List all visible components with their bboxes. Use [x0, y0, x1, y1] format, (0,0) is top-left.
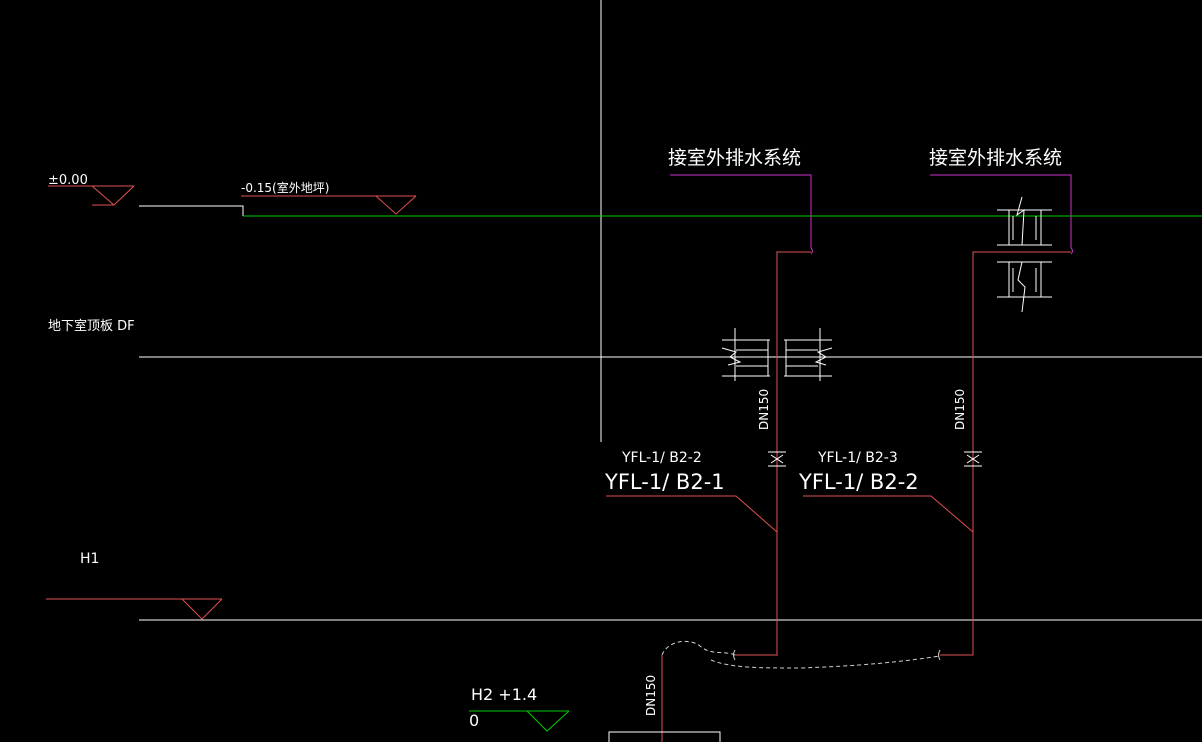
right-pipe-tag: YFL-1/ B2-3 YFL-1/ B2-2 — [798, 450, 974, 533]
right-wall-sleeve-icon — [997, 196, 1052, 313]
left-wall-sleeve-icon — [721, 328, 833, 381]
ground-step-line — [139, 205, 244, 216]
right-check-valve-icon — [964, 451, 982, 467]
right-drain-pipe: DN150 — [940, 251, 1071, 656]
ground-level-marker: ±0.00 — [48, 173, 135, 206]
wavy-connection-line — [661, 640, 941, 669]
h1-label: H1 — [80, 551, 99, 567]
h2-label: H2 +1.4 — [471, 685, 537, 704]
right-tag-small: YFL-1/ B2-3 — [817, 450, 898, 466]
ground-level-label: ±0.00 — [48, 173, 88, 188]
h1-level-marker: H1 — [46, 551, 223, 620]
left-check-valve-icon — [768, 451, 786, 467]
left-tag-large: YFL-1/ B2-1 — [604, 470, 725, 494]
bottom-pipe-size: DN150 — [644, 675, 658, 716]
outdoor-level-label: -0.15(室外地坪) — [241, 180, 329, 195]
h2-sub-label: 0 — [469, 711, 479, 730]
left-pipe-tag: YFL-1/ B2-2 YFL-1/ B2-1 — [604, 450, 778, 533]
left-pipe-size: DN150 — [757, 389, 771, 430]
left-drain-pipe: DN150 — [735, 251, 811, 656]
left-tag-small: YFL-1/ B2-2 — [621, 450, 702, 466]
h2-level-marker: H2 +1.4 0 — [469, 685, 570, 732]
left-outlet-label: 接室外排水系统 — [668, 147, 801, 169]
outdoor-level-marker: -0.15(室外地坪) — [241, 180, 417, 215]
bottom-outlet-pipe: DN150 — [608, 655, 721, 742]
right-outlet-label: 接室外排水系统 — [929, 147, 1062, 169]
right-pipe-size: DN150 — [953, 389, 967, 430]
right-outlet-note: 接室外排水系统 — [929, 147, 1073, 255]
right-tag-large: YFL-1/ B2-2 — [798, 470, 919, 494]
left-outlet-note: 接室外排水系统 — [668, 147, 813, 255]
basement-roof-label: 地下室顶板 DF — [48, 318, 135, 334]
